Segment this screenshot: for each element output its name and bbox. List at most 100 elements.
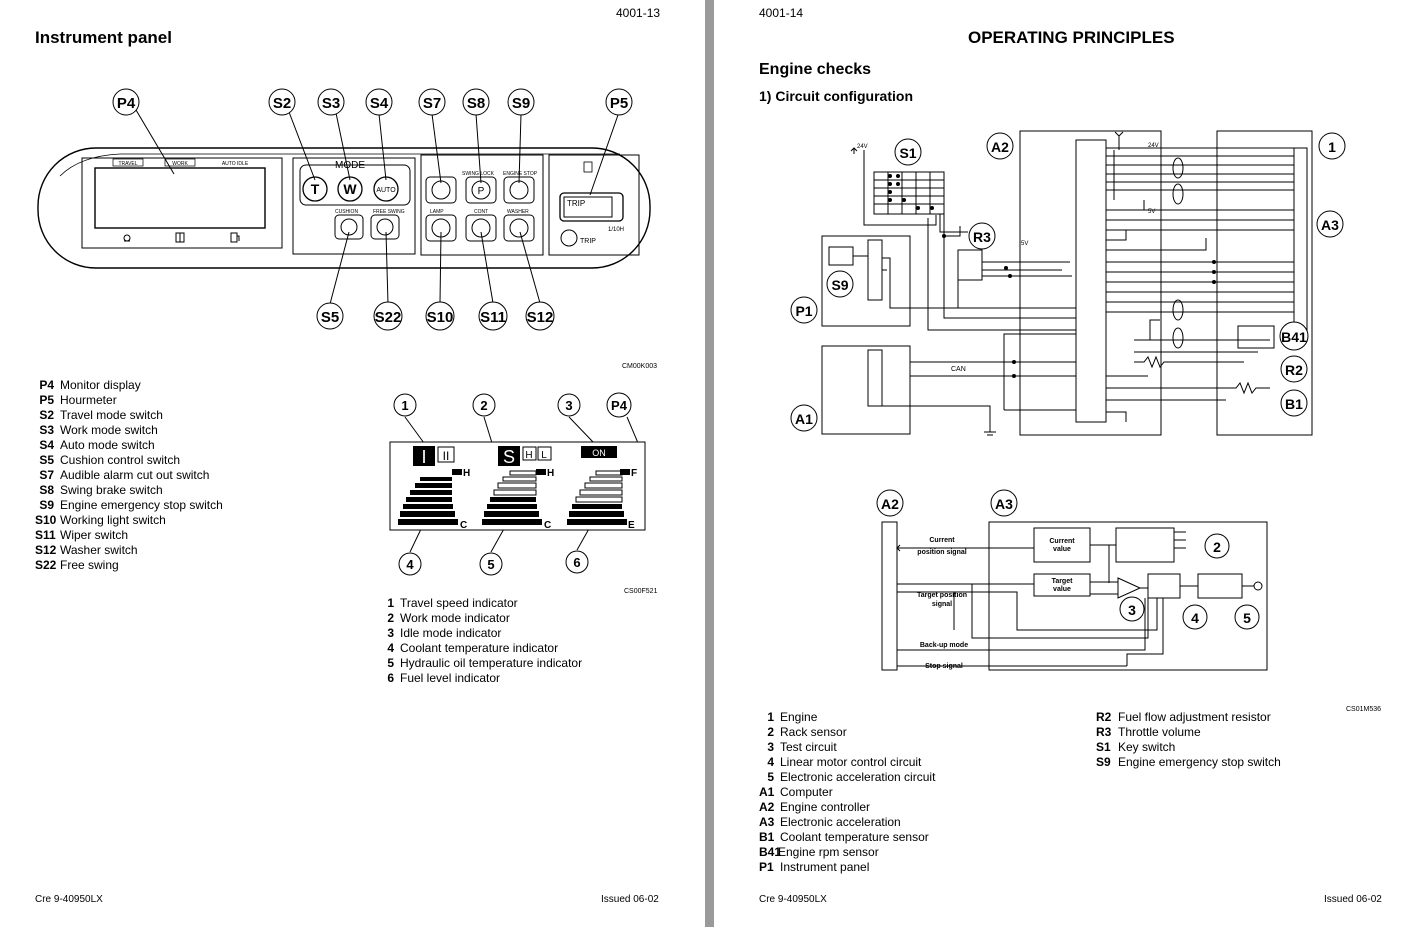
svg-text:S3: S3 [322,95,340,112]
work-mode-s: S [503,447,515,467]
label-engine-stop: ENGINE STOP [503,171,538,177]
svg-text:3: 3 [565,398,572,413]
svg-text:signal: signal [932,601,952,608]
svg-text:S1: S1 [899,145,916,161]
callout-r2: R2 [1280,355,1308,383]
footer-doc-code: Cre 9-40950LX [35,894,103,905]
svg-text:S9: S9 [512,95,530,112]
callout-s7: S7 [418,88,446,116]
hourglass-icon [583,161,593,173]
subsection-heading: 1) Circuit configuration [759,88,913,104]
svg-text:S8: S8 [467,95,485,112]
svg-text:R3: R3 [973,229,991,245]
label-auto-idle: AUTO IDLE [222,161,249,167]
hourmeter-trip-label: TRIP [567,199,585,208]
callout-p4: P4 [112,88,140,116]
thermometer-icon [175,232,185,243]
svg-text:2: 2 [1213,539,1221,555]
callout-p5: P5 [605,88,633,116]
svg-text:2: 2 [480,398,487,413]
work-mode-l: L [541,450,547,461]
label-travel: TRAVEL [118,161,137,167]
svg-text:S10: S10 [427,309,454,326]
callout-1: 1 [393,393,417,417]
callout-5: 5 [479,552,503,576]
label-5v: 5V [1148,209,1155,215]
svg-text:A2: A2 [991,139,1009,155]
callout-p4-display: P4 [606,392,632,418]
svg-text:S4: S4 [370,95,389,112]
svg-text:Current: Current [929,537,955,544]
label-lamp: LAMP [430,209,444,215]
callout-2-block: 2 [1204,533,1230,559]
control-block-diagram: Current value Target value Current posit… [876,489,1381,713]
callout-a1: A1 [790,404,818,432]
label-can: CAN [951,366,966,373]
svg-text:S9: S9 [831,277,848,293]
label-cont: CONT [474,209,488,215]
svg-text:S11: S11 [480,309,506,326]
monitor-display-figure: I II S H L ON H C H C F E 1 2 3 [389,392,658,595]
svg-text:A2: A2 [881,496,899,512]
washer-button [503,214,535,242]
oil-cold-mark: C [544,520,551,531]
callout-3-block: 3 [1119,596,1145,622]
callout-s10: S10 [425,301,455,331]
callout-5-block: 5 [1234,604,1260,630]
current-position-signal-label: Current position signal [917,537,966,556]
footer-issued: Issued 06-02 [601,894,659,905]
page-title: Instrument panel [35,28,172,47]
page-number: 4001-13 [616,6,661,20]
page-gutter [705,0,714,927]
svg-text:3: 3 [1128,602,1136,618]
label-swing-lock: SWING LOCK [462,171,495,177]
callout-s3: S3 [317,88,345,116]
page-number: 4001-14 [759,6,804,20]
svg-text:Target: Target [1052,578,1074,585]
label-5v: 5V [1021,241,1028,247]
svg-text:W: W [343,181,357,197]
target-position-signal-label: Target position signal [917,592,967,608]
target-value-box-label: Target value [1052,578,1074,593]
svg-text:S22: S22 [375,309,402,326]
page-title: OPERATING PRINCIPLES [968,28,1175,47]
callout-s1: S1 [894,138,922,166]
svg-text:S12: S12 [527,309,554,326]
callout-a3: A3 [1316,210,1344,238]
figure-code: CS01M536 [1346,706,1381,713]
hour-unit: 1/10H [608,227,624,233]
travel-level-one: I [421,447,426,467]
fuel-empty-mark: E [628,520,635,531]
fuel-pump-icon [230,232,240,243]
backup-mode-label: Back-up mode [920,642,968,649]
label-24v: 24V [1148,143,1159,149]
callout-s12: S12 [525,301,555,331]
wiper-button [465,214,497,242]
svg-text:S2: S2 [273,95,291,112]
idle-on-indicator: ON [592,448,606,458]
svg-text:4: 4 [406,557,414,572]
stop-signal-label: Stop signal [925,663,963,670]
callout-a3-block: A3 [990,489,1018,517]
svg-text:5: 5 [487,557,494,572]
svg-text:S5: S5 [321,309,339,326]
callout-6: 6 [565,550,589,574]
svg-text:P5: P5 [610,95,628,112]
fuel-full-mark: F [631,468,637,479]
callout-s9: S9 [507,88,535,116]
